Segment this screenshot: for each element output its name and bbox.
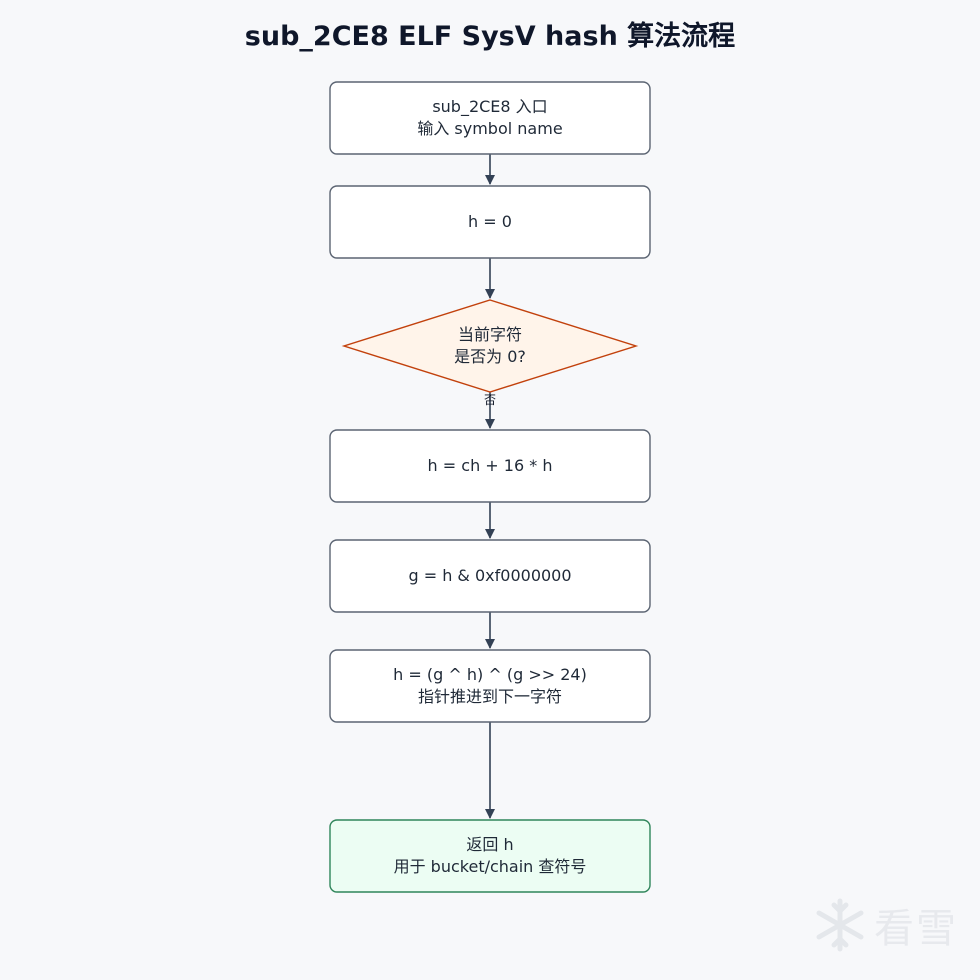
- node-check: 当前字符 是否为 0?: [341, 299, 639, 393]
- node-step2-line1: g = h & 0xf0000000: [408, 566, 571, 585]
- node-return: 返回 h 用于 bucket/chain 查符号: [329, 819, 651, 893]
- node-check-line1: 当前字符: [458, 325, 522, 344]
- node-init-line1: h = 0: [468, 212, 512, 231]
- node-return-box: [329, 819, 651, 893]
- node-step1-line1: h = ch + 16 * h: [428, 456, 553, 475]
- node-step2: g = h & 0xf0000000: [329, 539, 651, 613]
- node-return-line1: 返回 h: [466, 835, 513, 854]
- edge-label-no: 否: [484, 393, 496, 407]
- node-init: h = 0: [329, 185, 651, 259]
- node-step1-box: [329, 429, 651, 503]
- node-entry-line2: 输入 symbol name: [417, 119, 562, 138]
- node-step2-box: [329, 539, 651, 613]
- diagram-title: sub_2CE8 ELF SysV hash 算法流程: [244, 21, 736, 52]
- node-entry: sub_2CE8 入口 输入 symbol name: [329, 81, 651, 155]
- node-step3: h = (g ^ h) ^ (g >> 24) 指针推进到下一字符: [329, 649, 651, 723]
- watermark-text: 看雪: [874, 906, 958, 952]
- node-entry-box: [329, 81, 651, 155]
- node-step3-box: [329, 649, 651, 723]
- node-init-box: [329, 185, 651, 259]
- watermark: 看雪: [812, 896, 958, 954]
- node-step3-line2: 指针推进到下一字符: [418, 687, 562, 706]
- decision-diamond: [341, 299, 639, 393]
- node-step3-line1: h = (g ^ h) ^ (g >> 24): [393, 665, 587, 684]
- node-check-line2: 是否为 0?: [454, 347, 526, 366]
- node-step1: h = ch + 16 * h: [329, 429, 651, 503]
- node-return-line2: 用于 bucket/chain 查符号: [394, 857, 587, 876]
- node-entry-line1: sub_2CE8 入口: [432, 97, 547, 117]
- snowflake-icon: [816, 898, 864, 952]
